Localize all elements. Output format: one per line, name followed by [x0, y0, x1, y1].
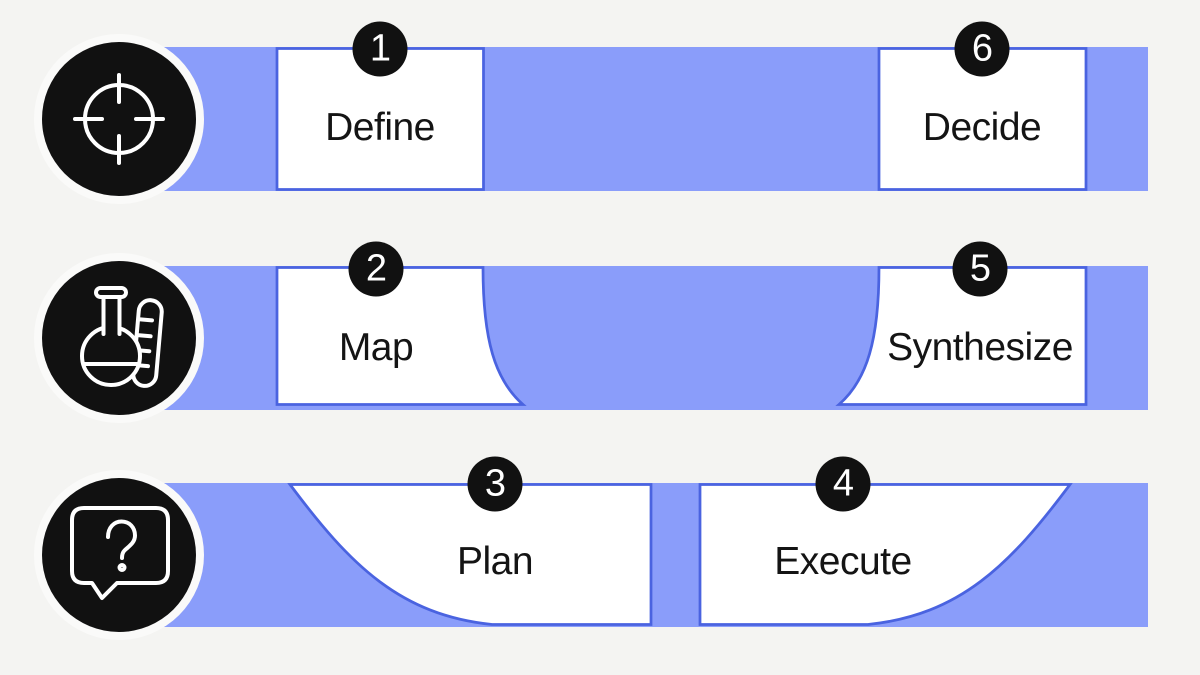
step-label-execute: Execute	[774, 540, 912, 583]
step-card-map	[275, 266, 527, 406]
flask-icon	[80, 286, 164, 388]
step-badge-4: 4	[815, 456, 871, 512]
step-badge-6: 6	[954, 21, 1010, 76]
step-label-decide: Decide	[922, 106, 1042, 149]
step-badge-1: 1	[352, 21, 408, 76]
step-badge-2: 2	[348, 241, 404, 296]
step-badge-5: 5	[952, 241, 1008, 296]
step-label-synthesize: Synthesize	[887, 326, 1073, 369]
step-card-plan	[287, 483, 653, 626]
step-card-execute	[698, 483, 1073, 626]
step-badge-3: 3	[467, 456, 523, 512]
step-label-plan: Plan	[456, 540, 534, 583]
step-label-map: Map	[338, 326, 414, 369]
step-card-decide	[877, 47, 1088, 191]
step-card-define	[275, 47, 485, 191]
step-label-define: Define	[325, 106, 435, 149]
icon-disc-row-1	[42, 42, 196, 196]
step-card-synthesize	[835, 266, 1088, 406]
question-bubble-icon	[70, 506, 170, 600]
target-icon	[73, 73, 165, 165]
